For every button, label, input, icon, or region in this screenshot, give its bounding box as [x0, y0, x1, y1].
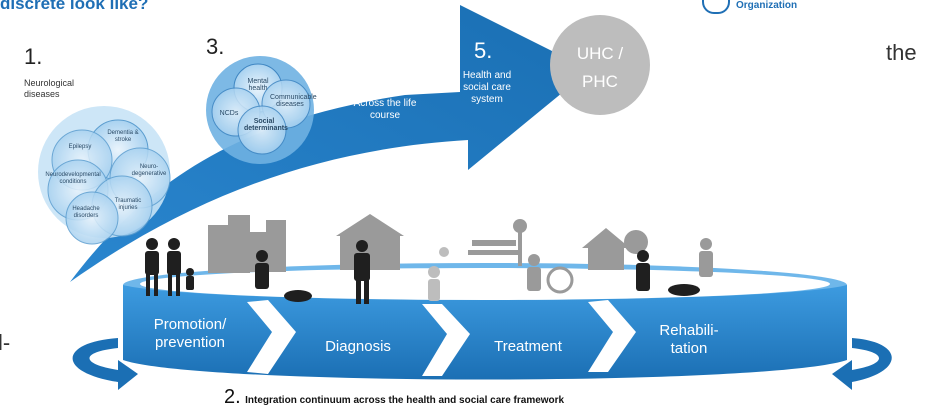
step-4-number: 4. — [374, 70, 393, 95]
venn-ncds: NCDs — [219, 110, 239, 117]
elderly-people-icon — [527, 238, 713, 294]
band-rehabilitation: Rehabili- tation — [659, 322, 719, 357]
venn-neurodegenerative: Neuro-degenerative — [131, 164, 167, 177]
step-1-label: Neurological diseases — [24, 78, 75, 99]
left-loop-arrow — [72, 338, 138, 390]
uhc-label: UHC / PHC — [576, 44, 624, 91]
step-5-label: Health and social care system — [462, 70, 512, 105]
venn-dementia: Dementia & stroke — [107, 130, 139, 143]
care-band — [123, 263, 847, 380]
footer-caption: 2. Integration continuum across the heal… — [224, 386, 564, 409]
step-3-number: 3. — [206, 34, 225, 59]
band-diagnosis: Diagnosis — [325, 338, 391, 355]
uhc-circle — [550, 15, 650, 115]
top-title: discrete look like? — [0, 0, 149, 13]
right-fragment: the — [886, 40, 917, 65]
venn-headache: Headache disorders — [72, 206, 100, 219]
venn-mental-health: Mental health — [247, 78, 269, 92]
band-promotion: Promotion/ prevention — [153, 316, 227, 351]
step-5-number: 5. — [474, 38, 493, 63]
org-label: Organization — [736, 0, 798, 11]
right-loop-arrow — [832, 338, 892, 390]
people-silhouettes-icon — [145, 238, 700, 304]
step-4-label: Across the life course — [353, 98, 417, 121]
venn-communicable: Communicable diseases — [270, 94, 317, 108]
venn-epilepsy: Epilepsy — [68, 144, 92, 150]
left-fragment: l- — [0, 330, 11, 355]
disease-venn — [38, 106, 171, 245]
venn-social-determinants: Social determinants — [244, 118, 288, 132]
house-icon — [582, 228, 648, 270]
band-treatment: Treatment — [494, 338, 562, 355]
step-1-number: 1. — [24, 44, 43, 69]
city-buildings-icon — [208, 215, 286, 273]
venn-neurodevelopmental: Neurodevelopmental conditions — [45, 172, 101, 185]
venn-traumatic: Traumatic injuries — [114, 198, 142, 211]
step-2-number: 2. — [224, 386, 241, 408]
group-venn — [206, 56, 314, 164]
child-balloon-icon — [428, 247, 449, 301]
step-2-label: Integration continuum across the health … — [245, 395, 565, 406]
curved-arrow — [70, 5, 590, 282]
park-bench-icon — [468, 219, 527, 266]
